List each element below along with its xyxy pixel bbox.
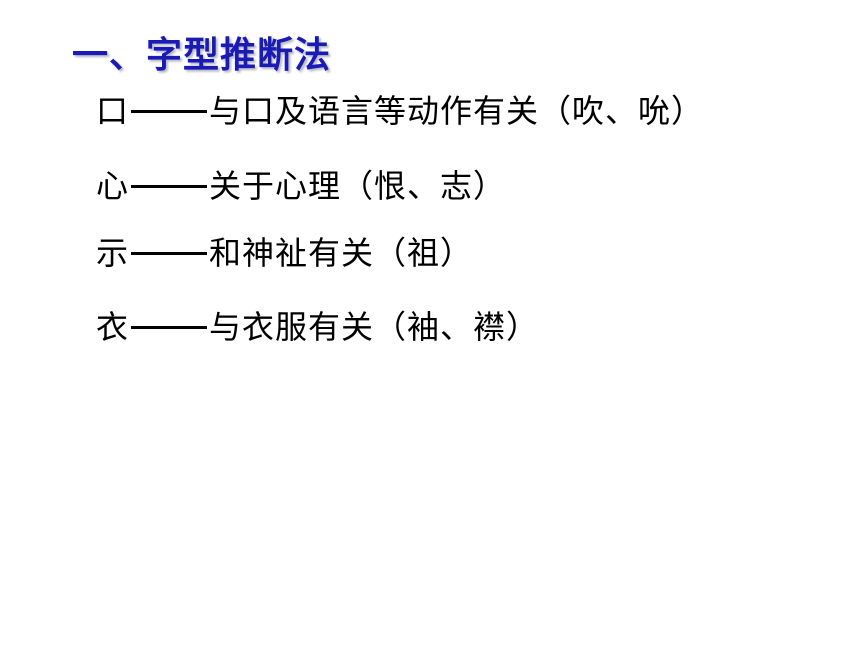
radical-char: 口 <box>96 92 130 130</box>
dash-separator <box>131 325 208 329</box>
rule-description: 与口及语言等动作有关（吹、吮） <box>209 92 705 130</box>
rule-description: 与衣服有关（袖、襟） <box>209 308 540 346</box>
radical-rule-xin: 心 关于心理（恨、志） <box>96 161 506 207</box>
radical-rule-kou: 口 与口及语言等动作有关（吹、吮） <box>96 86 704 132</box>
radical-char: 心 <box>96 167 130 205</box>
dash-separator <box>131 109 208 113</box>
dash-separator <box>131 184 208 188</box>
dash-separator <box>131 251 208 255</box>
rule-description: 和神祉有关（祖） <box>209 234 474 272</box>
section-heading: 一、字型推断法 <box>72 35 332 76</box>
radical-char: 衣 <box>96 308 130 346</box>
rule-description: 关于心理（恨、志） <box>209 167 507 205</box>
radical-char: 示 <box>96 234 130 272</box>
radical-rule-yi: 衣 与衣服有关（袖、襟） <box>96 302 539 348</box>
radical-rule-shi: 示 和神祉有关（祖） <box>96 228 473 274</box>
